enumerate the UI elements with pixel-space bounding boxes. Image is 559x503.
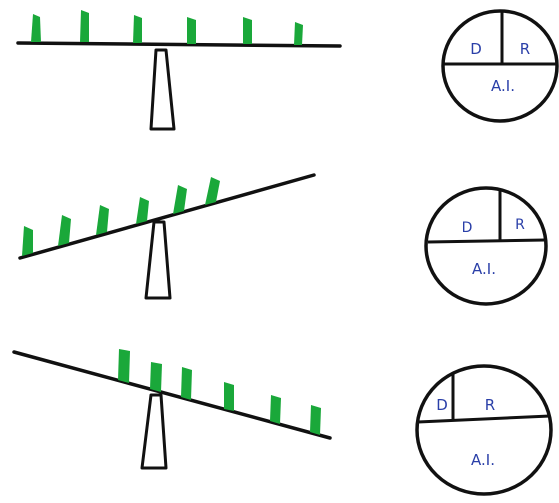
grass-tuft <box>58 215 71 246</box>
pie-outline <box>415 364 553 496</box>
grass-tufts <box>118 349 321 435</box>
seesaw-fulcrum <box>149 48 176 131</box>
grass-tuft <box>181 367 192 400</box>
grass-tuft <box>224 382 234 411</box>
pie-horizontal-divider <box>427 238 546 244</box>
seesaw-fulcrum <box>140 393 168 470</box>
pie-circle-tilt-down-right: D R A.I. <box>415 364 553 496</box>
grass-tuft <box>31 14 41 42</box>
pie-label-ai: A.I. <box>491 77 515 95</box>
pie-horizontal-divider <box>417 414 551 424</box>
grass-tuft <box>173 185 187 214</box>
grass-tuft <box>270 395 281 424</box>
pie-label-r: R <box>515 217 525 233</box>
grass-tuft <box>136 197 149 224</box>
grass-tuft <box>187 17 196 44</box>
grass-tufts <box>22 177 220 256</box>
grass-tuft <box>118 349 130 383</box>
seesaw-plank <box>12 350 332 440</box>
seesaw-tilt-up-right <box>18 173 316 300</box>
pie-label-ai: A.I. <box>471 451 495 469</box>
pie-outline <box>441 9 559 123</box>
seesaw-plank <box>18 173 316 260</box>
grass-tufts <box>31 10 303 45</box>
grass-tuft <box>150 362 162 392</box>
grass-tuft <box>294 22 303 45</box>
grass-tuft <box>205 177 220 205</box>
seesaw-tilt-down-right <box>12 349 332 470</box>
grass-tuft <box>310 405 321 435</box>
pie-label-r: R <box>520 40 530 58</box>
seesaw-balanced <box>16 10 342 131</box>
pie-label-d: D <box>462 220 473 236</box>
grass-tuft <box>80 10 89 42</box>
grass-tuft <box>243 17 252 44</box>
pie-circle-balanced: D R A.I. <box>441 9 559 123</box>
grass-tuft <box>96 205 109 235</box>
pie-outline <box>424 186 548 306</box>
seesaw-fulcrum <box>144 220 172 300</box>
pie-label-ai: A.I. <box>472 260 496 278</box>
grass-tuft <box>22 226 33 256</box>
pie-label-d: D <box>436 396 448 414</box>
seesaw-plank <box>16 41 342 48</box>
grass-tuft <box>133 15 142 43</box>
pie-circle-tilt-up-right: D R A.I. <box>424 186 548 306</box>
pie-label-d: D <box>470 40 482 58</box>
pie-label-r: R <box>485 396 495 414</box>
